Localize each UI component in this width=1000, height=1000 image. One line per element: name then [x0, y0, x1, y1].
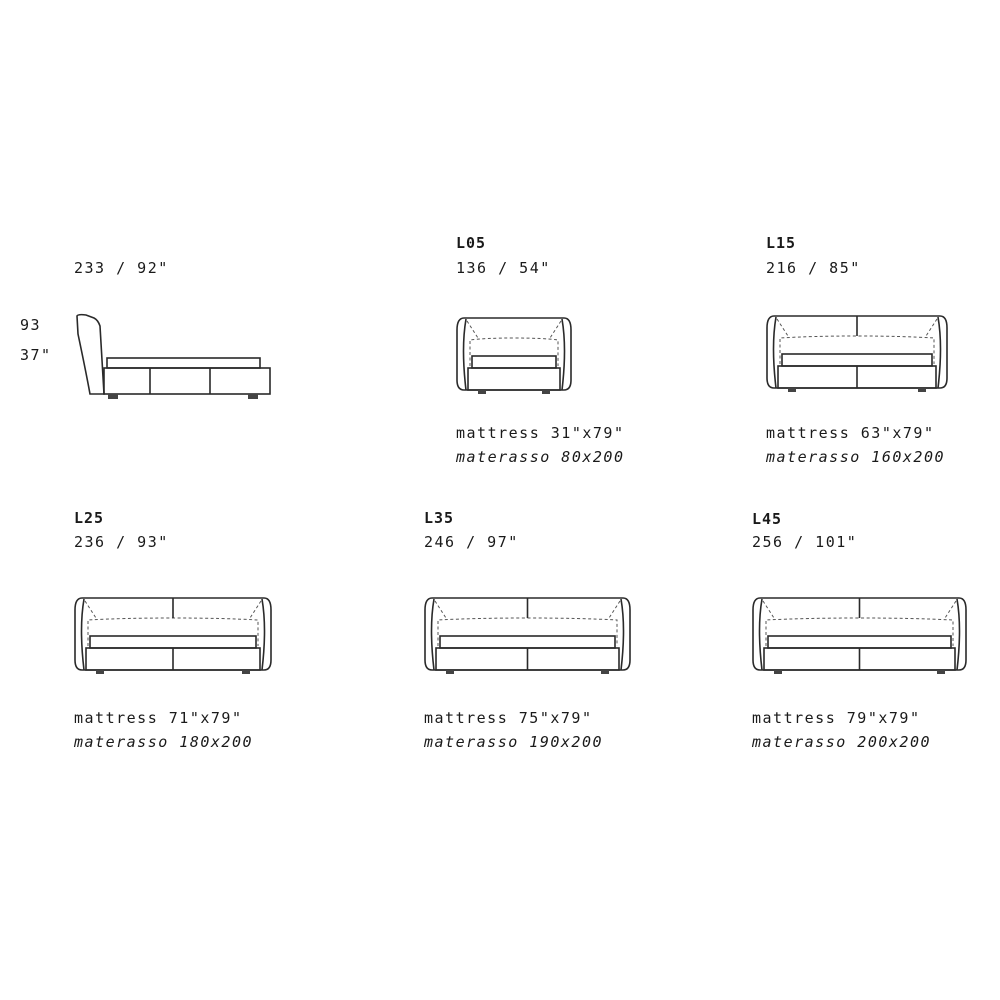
bed-side-view-drawing	[76, 313, 271, 399]
model-code-l15: L15	[766, 234, 797, 252]
mattress-it-l45: materasso 200x200	[752, 733, 932, 751]
side-view-height-cm: 93	[20, 316, 42, 334]
mattress-en-l45: mattress 79"x79"	[752, 709, 921, 727]
bed-front-view-l05	[456, 317, 572, 394]
model-code-l05: L05	[456, 234, 487, 252]
mattress-en-l05: mattress 31"x79"	[456, 424, 625, 442]
model-code-l35: L35	[424, 509, 455, 527]
bed-front-view-l25	[74, 597, 272, 674]
mattress-en-l35: mattress 75"x79"	[424, 709, 593, 727]
mattress-it-l15: materasso 160x200	[766, 448, 946, 466]
model-code-l25: L25	[74, 509, 105, 527]
bed-front-view-l35	[424, 597, 631, 674]
side-view-height-in: 37"	[20, 346, 52, 364]
model-size-l25: 236 / 93"	[74, 533, 169, 551]
mattress-it-l25: materasso 180x200	[74, 733, 254, 751]
model-size-l45: 256 / 101"	[752, 533, 858, 551]
side-view-width: 233 / 92"	[74, 259, 169, 277]
mattress-it-l05: materasso 80x200	[456, 448, 625, 466]
model-size-l35: 246 / 97"	[424, 533, 519, 551]
mattress-it-l35: materasso 190x200	[424, 733, 604, 751]
mattress-en-l25: mattress 71"x79"	[74, 709, 243, 727]
mattress-en-l15: mattress 63"x79"	[766, 424, 935, 442]
bed-front-view-l15	[766, 315, 948, 392]
bed-front-view-l45	[752, 597, 967, 674]
model-code-l45: L45	[752, 510, 783, 528]
model-size-l15: 216 / 85"	[766, 259, 861, 277]
model-size-l05: 136 / 54"	[456, 259, 551, 277]
